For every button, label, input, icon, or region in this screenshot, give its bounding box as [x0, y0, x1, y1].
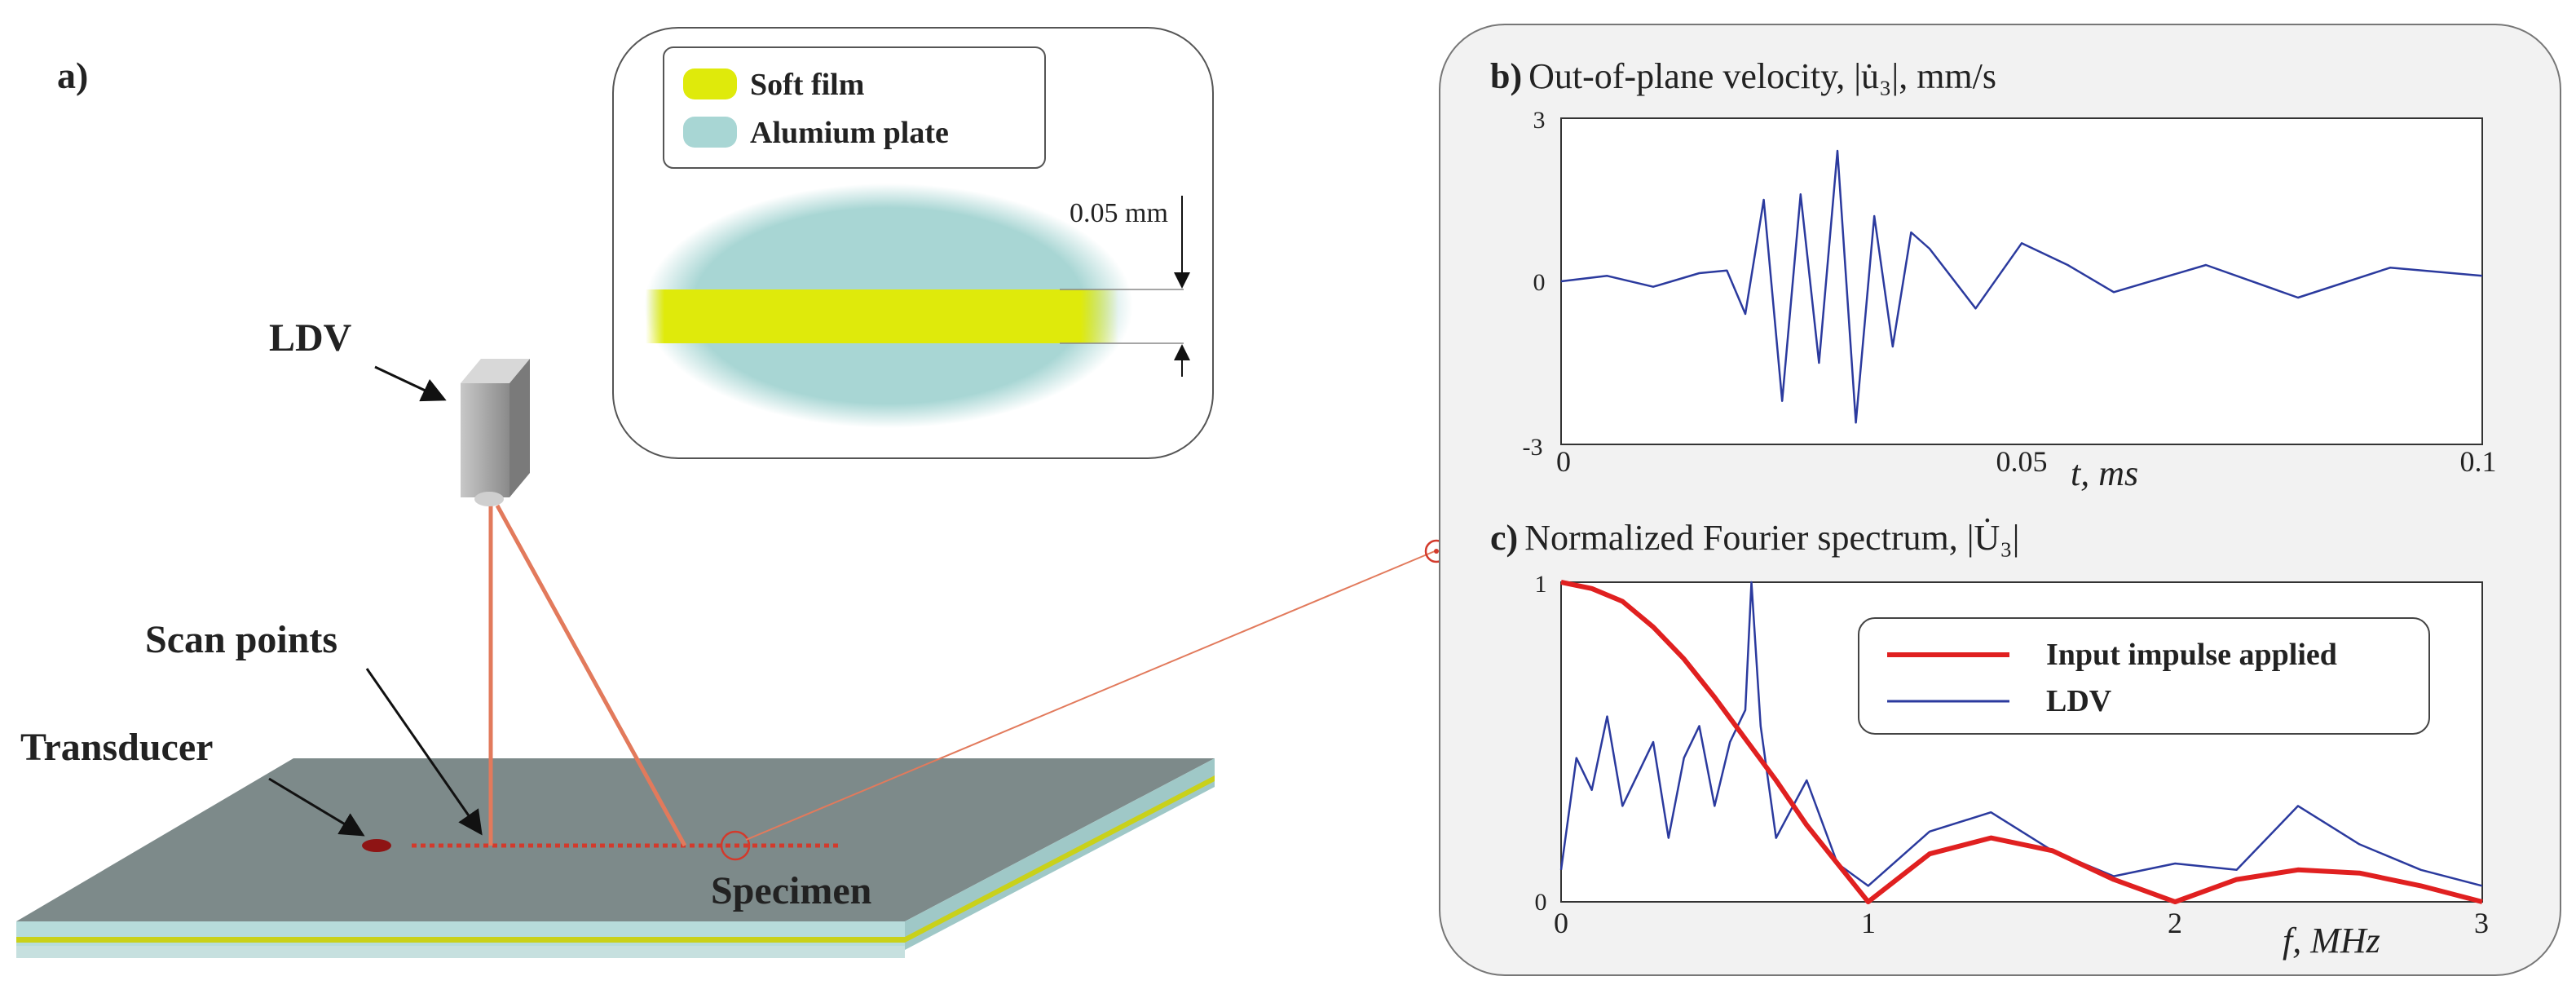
- panel-c-title: c)Normalized Fourier spectrum, |U̇₃|: [1490, 518, 2019, 558]
- chart-b-ytick-neg3: -3: [1523, 434, 1543, 461]
- chart-b-xlabel: t, ms: [2071, 453, 2138, 493]
- chart-b-xtick-0: 0: [1556, 445, 1571, 478]
- legend-label-soft-film: Soft film: [750, 68, 864, 102]
- panel-b-label: b): [1490, 56, 1522, 96]
- chart-b-marks: [1560, 149, 2483, 424]
- specimen-plate: [16, 758, 1215, 958]
- legend-swatch-soft-film: [683, 68, 737, 99]
- transducer-icon: [362, 839, 391, 852]
- soft-film-shape: [646, 289, 1118, 343]
- chart-c-xtick-1: 1: [1861, 907, 1876, 939]
- panel-c: c)Normalized Fourier spectrum, |U̇₃| 1 0…: [1490, 518, 2489, 961]
- chart-c-xlabel: f, MHz: [2283, 921, 2380, 961]
- panel-b-title: b)Out-of-plane velocity, |u̇₃|, mm/s: [1490, 56, 1996, 96]
- chart-b-xtick-01: 0.1: [2460, 445, 2497, 478]
- legend-label-ldv: LDV: [2046, 684, 2112, 718]
- legend-label-plate: Alumium plate: [750, 116, 949, 150]
- ldv-label: LDV: [269, 316, 352, 360]
- laser-beam-angled: [495, 504, 687, 847]
- chart-c-ytick-0: 0: [1535, 889, 1547, 916]
- chart-c-xtick-0: 0: [1554, 907, 1568, 939]
- plate-film-layer: [16, 937, 905, 943]
- panel-a-label: a): [57, 55, 88, 96]
- panel-c-label: c): [1490, 518, 1518, 558]
- chart-c-marks: [1559, 580, 2483, 904]
- series-line-0: [1560, 149, 2483, 424]
- legend-label-input: Input impulse applied: [2046, 638, 2337, 672]
- chart-c-xtick-3: 3: [2474, 907, 2489, 939]
- cross-section-inset: Soft film Alumium plate 0.05 mm: [612, 27, 1214, 459]
- chart-b-xtick-005: 0.05: [1996, 445, 2048, 478]
- chart-b-ytick-3: 3: [1533, 107, 1546, 134]
- series-line-0: [1560, 580, 2483, 904]
- ldv-device-icon: [461, 359, 530, 506]
- panel-c-title-text: Normalized Fourier spectrum, |U̇₃|: [1524, 518, 2019, 558]
- chart-c-xtick-2: 2: [2168, 907, 2182, 939]
- zoom-connector-line: [745, 550, 1436, 841]
- chart-c-legend: Input impulse applied LDV: [1858, 617, 2430, 735]
- thickness-label: 0.05 mm: [1070, 198, 1168, 228]
- transducer-label: Transducer: [20, 726, 213, 769]
- inset-legend: [663, 46, 1046, 169]
- panel-a: a) LDV Scan po: [16, 27, 1449, 958]
- chart-b-ytick-0: 0: [1533, 269, 1546, 296]
- chart-b-plot-area: [1560, 117, 2483, 445]
- legend-swatch-plate: [683, 117, 737, 148]
- scan-points-label: Scan points: [145, 618, 337, 661]
- panel-b: b)Out-of-plane velocity, |u̇₃|, mm/s 3 0…: [1490, 56, 2497, 493]
- chart-c-ytick-1: 1: [1535, 571, 1547, 598]
- series-line-1: [1559, 581, 2483, 887]
- specimen-label: Specimen: [711, 869, 871, 912]
- panel-b-title-text: Out-of-plane velocity, |u̇₃|, mm/s: [1528, 56, 1996, 96]
- selected-scan-point: [720, 830, 751, 861]
